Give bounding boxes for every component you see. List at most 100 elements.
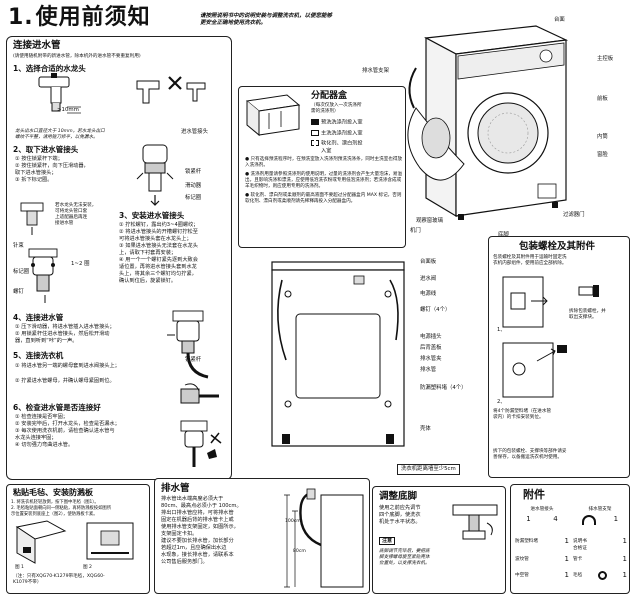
dispenser-drawer-illustration <box>243 91 303 143</box>
accessory-hollow-pipe: 中空管 1 <box>515 571 569 579</box>
label-filter-door: 过滤器门 <box>563 212 585 218</box>
felt-illustration <box>13 517 69 565</box>
label-window: 窗脸 <box>597 152 608 158</box>
sticker-panel: 粘贴毛毡、安装防溅板 1. 将洗衣机轻轻放倒，按下图中毛毡（图1）。 2. 毛毡… <box>6 484 150 594</box>
label-screws: 螺钉（4个） <box>420 307 451 313</box>
step6-heading: 6、检查进水管是否连接好 <box>13 403 101 412</box>
foot-adjust-illustration <box>447 495 503 551</box>
fig2-text: 将4个防漏塑料堵（在进水管 袋内）的卡扣安装到位。 <box>493 409 552 420</box>
step3-instructions: ① 拧松螺钉，露出约3~4圈螺纹； ② 将进水管接头的开槽螺钉拧松至 可将进水管… <box>119 222 199 285</box>
step4-heading: 4、连接进水管 <box>13 313 64 322</box>
adapter-illustration <box>15 199 55 239</box>
label-glass: 观察窗玻璃 <box>416 218 443 224</box>
label-inner-drum: 内筒 <box>597 134 608 140</box>
faucet-dimension: >10mm <box>57 107 79 113</box>
dispenser-notes: ● 只有选择预洗程序时，在预洗室放入洗涤剂预洗洗涤条，同时主洗室也得放入洗涤剂。… <box>245 157 403 204</box>
softener-icon <box>311 140 319 147</box>
accessory-felt: 毛毡 1 <box>573 571 627 581</box>
drain-height-illustration <box>281 485 367 591</box>
faucet-ok-illustration <box>21 73 91 129</box>
lock-lever-label: 锁紧杆 <box>185 169 202 175</box>
intro-text: 请按照说明书中的说明安装与调整洗衣机，以便您能够 更安全正确地使用洗衣机。 <box>200 13 333 27</box>
accessory-clamp: 管卡 1 <box>573 555 627 563</box>
page-title: 使用前须知 <box>35 5 151 30</box>
mark-ring-label-2: 标记圈 <box>13 269 30 275</box>
feet-title: 调整底脚 <box>379 491 418 502</box>
bolt-icon <box>577 281 603 301</box>
fig1-caption: 图 1 <box>15 565 24 570</box>
felt-ring-icon <box>597 571 607 581</box>
needle-label: 针束 <box>13 243 24 249</box>
step5-heading: 5、连接洗衣机 <box>13 351 64 360</box>
washer-back-illustration <box>262 254 414 454</box>
label-door: 机门 <box>410 228 421 234</box>
plug-install-illustration <box>497 339 577 401</box>
page-heading: 1. 使用前须知 <box>8 4 208 34</box>
label-plugs: 防漏塑料堵（4个） <box>420 385 467 391</box>
sticker-instructions: 1. 将洗衣机轻轻放倒，按下图中毛毡（图1）。 2. 毛毡粘贴面朝向同一侧粘贴，… <box>11 500 111 517</box>
label-back-cover: 后背盖板 <box>420 345 442 351</box>
wall-distance-note: 洗衣机距离墙至少5cm <box>397 464 460 475</box>
pipe-connect-illustration <box>157 305 227 381</box>
dispenser-title: 分配器盒 <box>311 91 348 101</box>
feet-panel: 调整底脚 使用之前应先调节 四个底脚，使洗衣 机处于水平状态。 注意 底脚调节完… <box>372 486 506 594</box>
drain-title: 排水管 <box>161 483 190 494</box>
fig2-caption: 图 2 <box>83 565 92 570</box>
label-inlet-valve: 进水阀 <box>420 276 437 282</box>
accessory-manual: 说明书 1 合格证 <box>573 537 627 552</box>
step5-instructions: ① 将进水管另一端的螺母套到进水阀接头上； ② 拧紧进水管螺母，并确认螺母紧固到… <box>15 363 120 385</box>
fig2-label: 2、 <box>497 399 506 405</box>
accessory-drain-bracket: 排水管支架 1 <box>573 507 627 525</box>
step1-heading: 1、选择合适的水龙头 <box>13 64 86 73</box>
sticker-footnote: （注：只有XQG70-K1279带毛毡，XQG60- K1079不带） <box>13 574 105 585</box>
turns-label: 1~2 圈 <box>71 261 90 267</box>
connect-inlet-title: 连接进水管 <box>13 40 61 51</box>
accessory-hose: 波纹管 1 <box>515 555 569 563</box>
shipping-warning: 拆下的包装螺栓、支撑块等部件请妥 善保存，以备搬运洗衣机时使用。 <box>493 449 567 460</box>
dispenser-compartments: 预洗洗涤剂投入室 主洗洗涤剂投入室 软化剂、漂白剂投 入室 <box>311 119 403 155</box>
label-drain-pipe: 排水管 <box>420 367 437 373</box>
shipping-bolts-intro: 包装螺栓及其附件用于运输时固定洗 衣机内部组件，使用前应全部拆除。 <box>493 255 567 266</box>
step4-instructions: ① 压下滑动器，将进水管插入进水管接头； ② 用锁紧杆住进水管接头，然后松开滑动… <box>15 324 115 345</box>
faucet-wrong-illustration <box>127 71 217 111</box>
fig1-label: 1、 <box>497 327 506 333</box>
label-shell: 壳体 <box>420 426 431 432</box>
label-control-panel: 主控板 <box>597 56 614 62</box>
accessories-title: 附件 <box>523 488 545 501</box>
accessory-plug: 防漏塑料堵 1 <box>515 537 569 545</box>
sticker-title: 粘贴毛毡、安装防溅板 <box>13 488 93 497</box>
connect-inlet-panel: 连接进水管 (请使用随机附带的新进水管，除本机外的进水管不要重复利用) 1、选择… <box>6 36 232 480</box>
step6-instructions: ① 检查连接是否牢固； ② 安装完毕后，打开水龙头，检查是否漏水； ③ 每次使用… <box>15 414 120 449</box>
section-number: 1. <box>8 5 34 30</box>
label-top-board: 台面板 <box>420 259 437 265</box>
slider-label: 滑动器 <box>185 183 202 189</box>
leak-check-illustration <box>167 417 227 473</box>
label-foot: 底脚 <box>498 232 509 238</box>
label-power-cord: 电源线 <box>420 291 437 297</box>
inlet-joint-label: 进水管接头 <box>181 129 208 135</box>
fig1-text: 拆除包装螺栓，并 取出支撑块。 <box>569 309 606 320</box>
label-plug: 电源插头 <box>420 334 442 340</box>
bolt-removal-illustration <box>497 271 567 331</box>
step2-instructions: ① 按住锁紧杆下端； ② 按住锁紧杆，向下压滑动器， 取下进水管接头； ③ 拆下… <box>15 156 89 184</box>
shipping-bolts-title: 包装螺栓及其附件 <box>519 241 596 252</box>
screw-label: 螺钉 <box>13 289 24 295</box>
dispenser-panel: 分配器盒 （每次仅放入一次洗涤所 需的洗涤剂） 预洗洗涤剂投入室 主洗洗涤剂投入… <box>238 86 406 248</box>
drain-body: 排水管出水端高度必须大于 80cm、最高点必须小于 100cm。 排出口排水管应… <box>161 496 242 566</box>
step3-heading: 3、安装进水管接头 <box>119 211 185 220</box>
joint-removal-illustration <box>127 139 183 209</box>
splash-guard-illustration <box>81 517 141 565</box>
step1-note: 龙头出水口直径大于 10mm，若水龙头出口 螺纹不平整，请用锉刀修平，以免漏水。 <box>15 129 105 140</box>
label-drain-clamp: 排水管夹 <box>420 356 442 362</box>
drain-bracket-icon <box>581 514 596 525</box>
min-height-label: 80cm <box>293 549 306 554</box>
feet-note-body: 底脚调节完毕后，要把底 脚支撑螺母旋至紧贴壳体 位置处，以支撑洗衣机。 <box>379 549 430 566</box>
step2-heading: 2、取下进水管接头 <box>13 145 79 154</box>
nut-tighten-illustration <box>177 383 223 411</box>
washer-front-illustration <box>396 8 576 224</box>
feet-note-tag: 注意 <box>379 537 396 546</box>
accessories-panel: 附件 进水管接头 1 4 排水管支架 1 防漏塑料堵 1 说明书 1 合格证 波… <box>510 484 630 594</box>
feet-body: 使用之前应先调节 四个底脚，使洗衣 机处于水平状态。 <box>379 505 421 526</box>
label-top-panel: 台面 <box>554 17 565 23</box>
prewash-icon <box>311 119 319 125</box>
